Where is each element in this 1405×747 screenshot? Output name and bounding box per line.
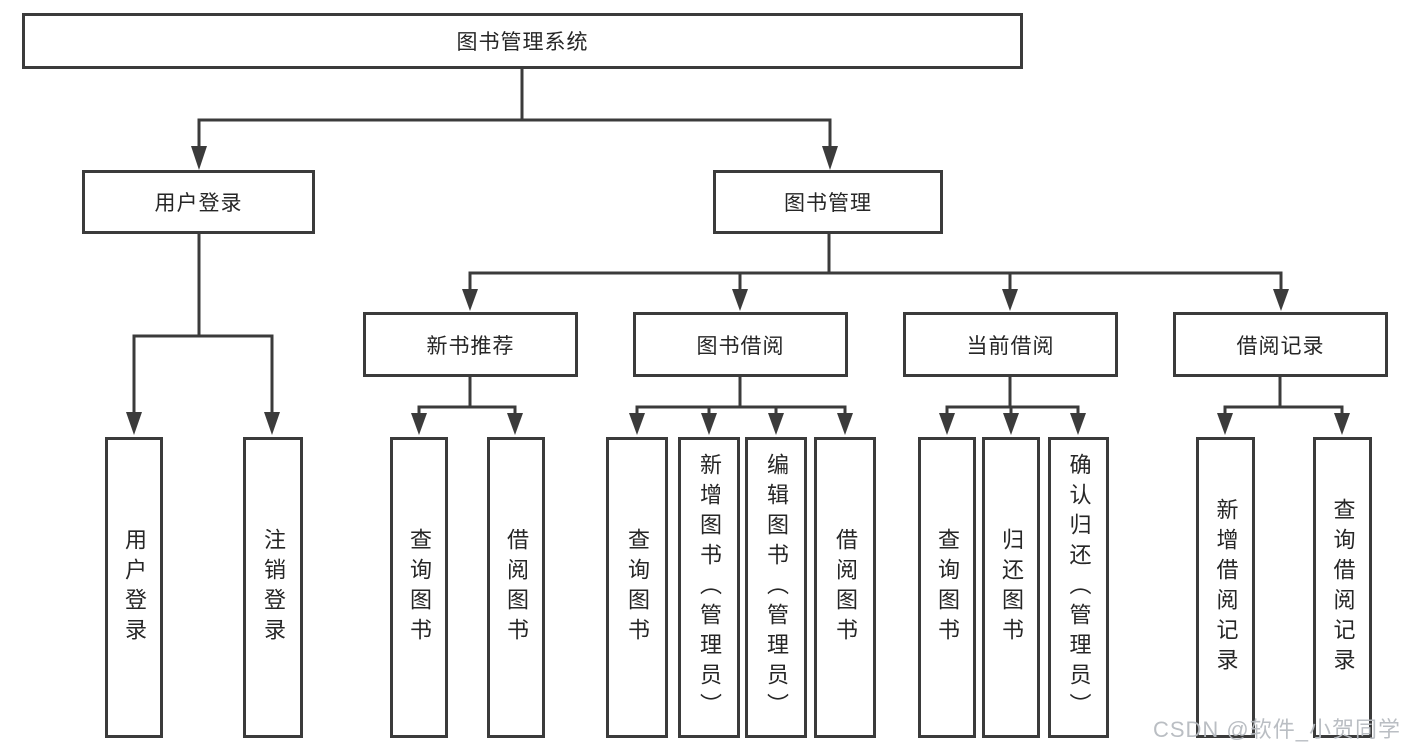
- connector-current-borrow-to-leaves: [939, 377, 1086, 435]
- leaf-query-record-label: 查询借阅记录: [1330, 497, 1356, 678]
- connector-root-to-level1: [191, 69, 838, 170]
- arrowhead-down-icon: [732, 289, 748, 311]
- arrowhead-down-icon: [837, 413, 853, 435]
- arrowhead-down-icon: [1002, 289, 1018, 311]
- arrowhead-down-icon: [411, 413, 427, 435]
- leaf-query-book-2: 查询图书: [606, 437, 668, 738]
- arrowhead-down-icon: [264, 412, 280, 435]
- leaf-query-record: 查询借阅记录: [1313, 437, 1372, 738]
- node-new-book-rec: 新书推荐: [363, 312, 578, 377]
- leaf-query-book-1-label: 查询图书: [407, 527, 432, 648]
- leaf-edit-book: 编辑图书（管理员）: [745, 437, 807, 738]
- node-book-borrow-label: 图书借阅: [696, 334, 785, 358]
- csdn-watermark: CSDN @软件_小贺同学: [1152, 717, 1401, 742]
- arrowhead-down-icon: [126, 412, 142, 435]
- connector-borrow-record-to-leaves: [1217, 377, 1350, 435]
- leaf-query-book-3: 查询图书: [918, 437, 976, 738]
- arrowhead-down-icon: [191, 146, 207, 170]
- node-root-label: 图书管理系统: [456, 31, 589, 54]
- arrowhead-down-icon: [1217, 413, 1233, 435]
- leaf-add-book: 新增图书（管理员）: [678, 437, 740, 738]
- node-user-login-label: 用户登录: [154, 192, 243, 215]
- arrowhead-down-icon: [822, 146, 838, 170]
- leaf-query-book-3-label: 查询图书: [935, 527, 960, 648]
- arrowhead-down-icon: [507, 413, 523, 435]
- leaf-query-book-1: 查询图书: [390, 437, 448, 738]
- leaf-borrow-book-1-label: 借阅图书: [504, 527, 529, 648]
- node-current-borrow: 当前借阅: [903, 312, 1118, 377]
- leaf-edit-book-label: 编辑图书（管理员）: [764, 452, 789, 723]
- leaf-user-login-label: 用户登录: [122, 527, 147, 648]
- connector-new-book-rec-to-leaves: [411, 377, 523, 435]
- node-user-login: 用户登录: [82, 170, 315, 234]
- node-root: 图书管理系统: [22, 13, 1023, 69]
- leaf-query-book-2-label: 查询图书: [625, 527, 650, 648]
- arrowhead-down-icon: [1273, 289, 1289, 311]
- leaf-logout-label: 注销登录: [261, 527, 286, 648]
- leaf-borrow-book-2: 借阅图书: [814, 437, 876, 738]
- connector-book-mgmt-to-level2: [462, 234, 1289, 311]
- leaf-borrow-book-1: 借阅图书: [487, 437, 545, 738]
- arrowhead-down-icon: [939, 413, 955, 435]
- node-book-borrow: 图书借阅: [633, 312, 848, 377]
- leaf-confirm-return: 确认归还（管理员）: [1048, 437, 1109, 738]
- arrowhead-down-icon: [1334, 413, 1350, 435]
- leaf-logout: 注销登录: [243, 437, 303, 738]
- connector-user-login-to-leaves: [126, 234, 280, 435]
- leaf-user-login: 用户登录: [105, 437, 163, 738]
- node-current-borrow-label: 当前借阅: [966, 334, 1055, 358]
- leaf-confirm-return-label: 确认归还（管理员）: [1066, 452, 1092, 723]
- leaf-add-record-label: 新增借阅记录: [1213, 497, 1239, 678]
- arrowhead-down-icon: [1070, 413, 1086, 435]
- leaf-borrow-book-2-label: 借阅图书: [833, 527, 858, 648]
- arrowhead-down-icon: [629, 413, 645, 435]
- leaf-return-book-label: 归还图书: [999, 527, 1024, 648]
- node-borrow-record-label: 借阅记录: [1236, 334, 1325, 358]
- node-borrow-record: 借阅记录: [1173, 312, 1388, 377]
- node-book-mgmt-label: 图书管理: [784, 192, 872, 215]
- arrowhead-down-icon: [462, 289, 478, 311]
- arrowhead-down-icon: [768, 413, 784, 435]
- arrowhead-down-icon: [1003, 413, 1019, 435]
- connector-book-borrow-to-leaves: [629, 377, 853, 435]
- arrowhead-down-icon: [701, 413, 717, 435]
- node-new-book-rec-label: 新书推荐: [426, 334, 515, 358]
- leaf-add-record: 新增借阅记录: [1196, 437, 1255, 738]
- leaf-return-book: 归还图书: [982, 437, 1040, 738]
- leaf-add-book-label: 新增图书（管理员）: [697, 452, 722, 723]
- node-book-mgmt: 图书管理: [713, 170, 943, 234]
